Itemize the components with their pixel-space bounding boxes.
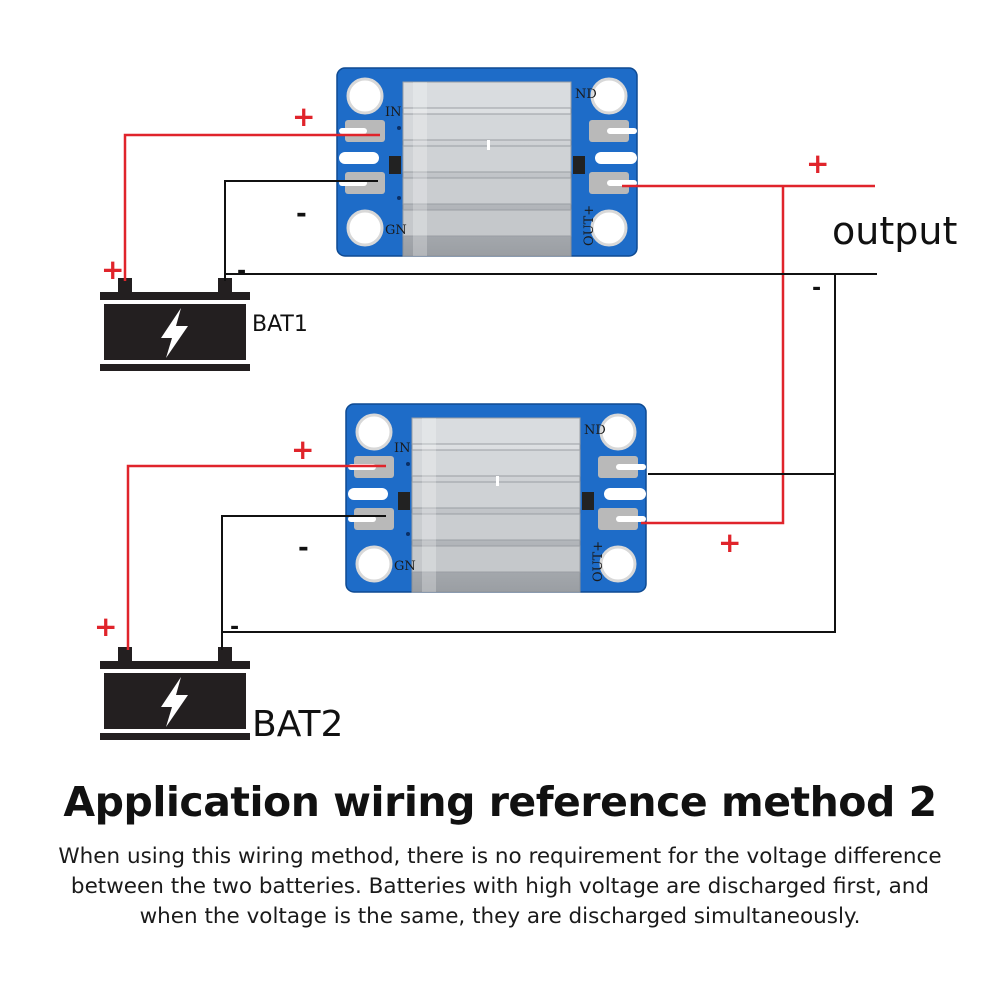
module1-in-label: IN	[385, 105, 402, 120]
plus-mark: +	[101, 253, 124, 286]
bat1-negative-wire	[224, 180, 378, 281]
bat2-label: BAT2	[252, 704, 343, 745]
positive-wires	[123, 133, 875, 650]
module2-output-positive-wire	[641, 186, 785, 525]
plus-mark: +	[718, 526, 741, 559]
module1-gnd-label: ND	[575, 87, 597, 102]
minus-mark: -	[230, 615, 239, 640]
converter-module-1: IN ND GN OUT+	[335, 66, 639, 258]
module1-out-plus-label: OUT+	[582, 205, 597, 246]
module2-gnd-bottom-label: GN	[394, 559, 416, 574]
bat2-positive-wire	[126, 464, 386, 650]
caption-title: Application wiring reference method 2	[63, 778, 937, 826]
minus-mark: -	[237, 259, 246, 284]
module2-gnd-label: ND	[584, 423, 606, 438]
bat1-label: BAT1	[252, 312, 308, 337]
minus-mark: -	[296, 199, 307, 229]
minus-mark: -	[812, 276, 821, 301]
module1-gnd-bottom-label: GN	[385, 223, 407, 238]
battery-bat2	[100, 647, 250, 740]
caption-description: When using this wiring method, there is …	[58, 844, 942, 929]
bat2-negative-wire	[221, 515, 386, 650]
bat1-positive-wire	[123, 133, 380, 281]
negative-wires	[221, 180, 877, 650]
minus-mark: -	[298, 533, 309, 563]
plus-mark: +	[94, 610, 117, 643]
output-label: output	[832, 209, 957, 253]
converter-module-2: IN ND GN OUT+	[344, 402, 648, 594]
plus-mark: +	[291, 433, 314, 466]
plus-mark: +	[292, 100, 315, 133]
plus-mark: +	[806, 147, 829, 180]
battery-bat1	[100, 278, 250, 371]
module2-out-plus-label: OUT+	[591, 541, 606, 582]
module2-in-label: IN	[394, 441, 411, 456]
negative-bus	[222, 274, 836, 633]
